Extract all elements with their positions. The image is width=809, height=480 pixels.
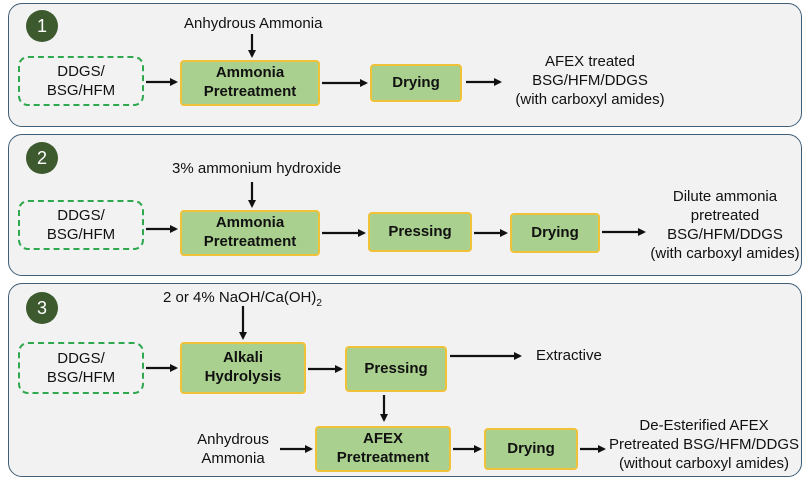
- drying-box-2: Drying: [510, 213, 600, 253]
- box-line-2: Pretreatment: [336, 449, 430, 466]
- input-label-subscript: 2: [316, 298, 322, 309]
- step-number-badge-2: 2: [26, 142, 58, 174]
- afex-input-line-1: Anhydrous: [197, 431, 269, 448]
- input-label-2: 3% ammonium hydroxide: [172, 160, 342, 177]
- source-material-box-2: DDGS/BSG/HFM: [18, 200, 144, 250]
- box-line-1: AFEX: [362, 430, 403, 448]
- afex-input-line-2: Ammonia: [201, 450, 265, 468]
- output-line-3: BSG/HFM/DDGS: [667, 226, 783, 244]
- input-label-main: 2 or 4% NaOH/Ca(OH): [163, 289, 317, 306]
- box-line-1: Ammonia: [215, 214, 285, 232]
- box-line-1: Alkali: [222, 349, 263, 367]
- box-line-2: Pretreatment: [203, 83, 297, 100]
- step-number-badge-3: 3: [26, 292, 58, 324]
- output-line-3: (without carboxyl amides): [618, 455, 790, 473]
- drying-box-3: Drying: [484, 428, 578, 470]
- output-line-1: De-Esterified AFEX: [639, 417, 769, 434]
- drying-box-1: Drying: [370, 64, 462, 102]
- output-line-1: AFEX treated: [544, 53, 636, 70]
- output-line-3: (with carboxyl amides): [515, 91, 665, 109]
- input-label-1: Anhydrous Ammonia: [184, 15, 323, 32]
- input-label-3: 2 or 4% NaOH/Ca(OH)2: [163, 288, 322, 311]
- source-line-1: DDGS/: [57, 206, 105, 224]
- source-line-1: DDGS/: [57, 62, 105, 80]
- output-line-1: Dilute ammonia: [672, 188, 778, 205]
- source-line-2: BSG/HFM: [46, 226, 116, 243]
- output-line-2: Pretreated BSG/HFM/DDGS: [608, 436, 800, 454]
- source-line-2: BSG/HFM: [46, 82, 116, 99]
- output-line-4: (with carboxyl amides): [650, 245, 800, 263]
- pressing-box-3: Pressing: [345, 346, 447, 392]
- box-line-1: Ammonia: [215, 64, 285, 82]
- pressing-box-2: Pressing: [368, 212, 472, 252]
- output-line-2: pretreated: [690, 207, 760, 225]
- source-material-box-3: DDGS/BSG/HFM: [18, 342, 144, 394]
- box-line-2: Hydrolysis: [204, 368, 282, 385]
- step-number-badge-1: 1: [26, 10, 58, 42]
- output-text-3: De-Esterified AFEX Pretreated BSG/HFM/DDG…: [604, 416, 804, 473]
- source-line-2: BSG/HFM: [46, 369, 116, 386]
- source-line-1: DDGS/: [57, 349, 105, 367]
- extractive-label: Extractive: [536, 347, 602, 364]
- box-line-2: Pretreatment: [203, 233, 297, 250]
- output-line-2: BSG/HFM/DDGS: [532, 72, 648, 90]
- source-material-box-1: DDGS/BSG/HFM: [18, 56, 144, 106]
